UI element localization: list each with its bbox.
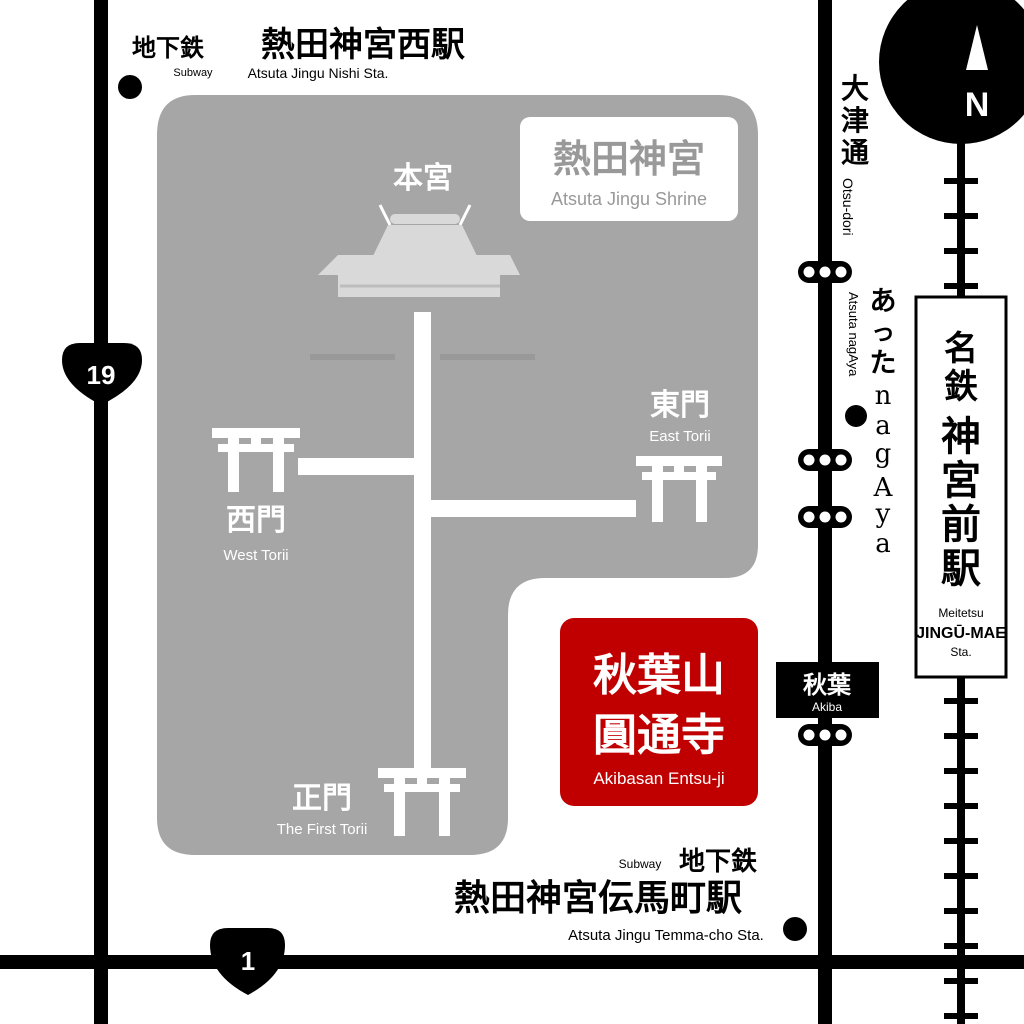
- route-19-label: 19: [87, 360, 116, 390]
- akiba-en: Akiba: [812, 700, 842, 714]
- meitetsu-en-2: JINGŪ-MAE: [916, 623, 1006, 642]
- east-gate-jp: 東門: [650, 388, 710, 423]
- meitetsu-jp-6: 駅: [941, 545, 981, 592]
- nishi-station-marker: [118, 75, 142, 99]
- meitetsu-en-1: Meitetsu: [938, 606, 983, 620]
- route-1-shield: 1: [210, 928, 285, 995]
- nagaya-char-5: a: [875, 411, 891, 441]
- shrine-paths: [298, 312, 636, 768]
- nagaya-char-9: a: [875, 529, 891, 559]
- meitetsu-en-3: Sta.: [950, 645, 971, 659]
- nagaya-char-8: y: [875, 499, 891, 529]
- nagaya-char-6: g: [875, 439, 892, 469]
- meitetsu-station-box: 名 鉄 神 宮 前 駅 Meitetsu JINGŪ-MAE Sta.: [914, 295, 1008, 679]
- akiba-stop-label: 秋葉 Akiba: [776, 662, 879, 718]
- main-hall-icon: [310, 204, 535, 360]
- temma-name-jp: 熱田神宮伝馬町駅: [454, 877, 742, 919]
- first-torii-icon: [378, 768, 466, 836]
- north-indicator: N: [879, 0, 1024, 144]
- nagaya-en: Atsuta nagAya: [846, 292, 861, 377]
- nagaya-char-1: あ: [870, 286, 897, 317]
- north-label: N: [965, 86, 990, 124]
- east-gate-en: East Torii: [649, 428, 710, 445]
- nagaya-char-7: A: [873, 473, 894, 503]
- shrine-name-box: 熱田神宮 Atsuta Jingu Shrine: [520, 117, 738, 221]
- nishi-kind-en: Subway: [173, 67, 213, 79]
- temple-name-line1: 秋葉山: [593, 650, 725, 701]
- nagaya-char-2: っ: [871, 317, 895, 346]
- temma-name-en: Atsuta Jingu Temma-cho Sta.: [568, 927, 764, 944]
- route-19-shield: 19: [62, 343, 142, 405]
- otsu-jp-2: 津: [841, 104, 869, 137]
- west-torii-icon: [212, 428, 300, 492]
- meitetsu-jp-3: 神: [941, 413, 981, 460]
- temma-kind-jp: 地下鉄: [679, 846, 757, 877]
- nishi-name-jp: 熱田神宮西駅: [261, 25, 465, 65]
- temma-station-marker: [783, 917, 807, 941]
- temple-box: 秋葉山 圓通寺 Akibasan Entsu-ji: [560, 618, 758, 806]
- route-1-label: 1: [241, 946, 255, 976]
- shrine-name-jp: 熱田神宮: [553, 136, 705, 181]
- nagaya-char-3: た: [870, 348, 897, 379]
- meitetsu-jp-2: 鉄: [944, 367, 978, 407]
- west-gate-en: West Torii: [223, 547, 288, 564]
- main-gate-jp: 正門: [292, 781, 352, 816]
- main-hall-label: 本宮: [393, 161, 453, 196]
- temple-name-line2: 圓通寺: [593, 710, 725, 761]
- otsu-jp-1: 大: [841, 72, 869, 105]
- east-torii-icon: [636, 456, 722, 522]
- nagaya-marker: [845, 405, 867, 427]
- temple-name-en: Akibasan Entsu-ji: [593, 769, 724, 788]
- shrine-grounds: [157, 95, 758, 855]
- shrine-name-en: Atsuta Jingu Shrine: [551, 189, 707, 209]
- meitetsu-jp-5: 前: [941, 501, 981, 548]
- otsu-jp-3: 通: [841, 136, 869, 169]
- temma-kind-en: Subway: [619, 857, 662, 871]
- nishi-kind-jp: 地下鉄: [132, 33, 204, 62]
- meitetsu-jp-1: 名: [944, 329, 978, 369]
- bus-stop-markers: [798, 261, 852, 746]
- main-gate-en: The First Torii: [277, 821, 368, 838]
- nishi-name-en: Atsuta Jingu Nishi Sta.: [248, 65, 389, 81]
- otsu-en: Otsu-dori: [840, 178, 856, 236]
- meitetsu-jp-4: 宮: [941, 457, 981, 504]
- west-gate-jp: 西門: [226, 503, 286, 538]
- akiba-jp: 秋葉: [803, 670, 852, 699]
- nagaya-char-4: n: [875, 381, 892, 411]
